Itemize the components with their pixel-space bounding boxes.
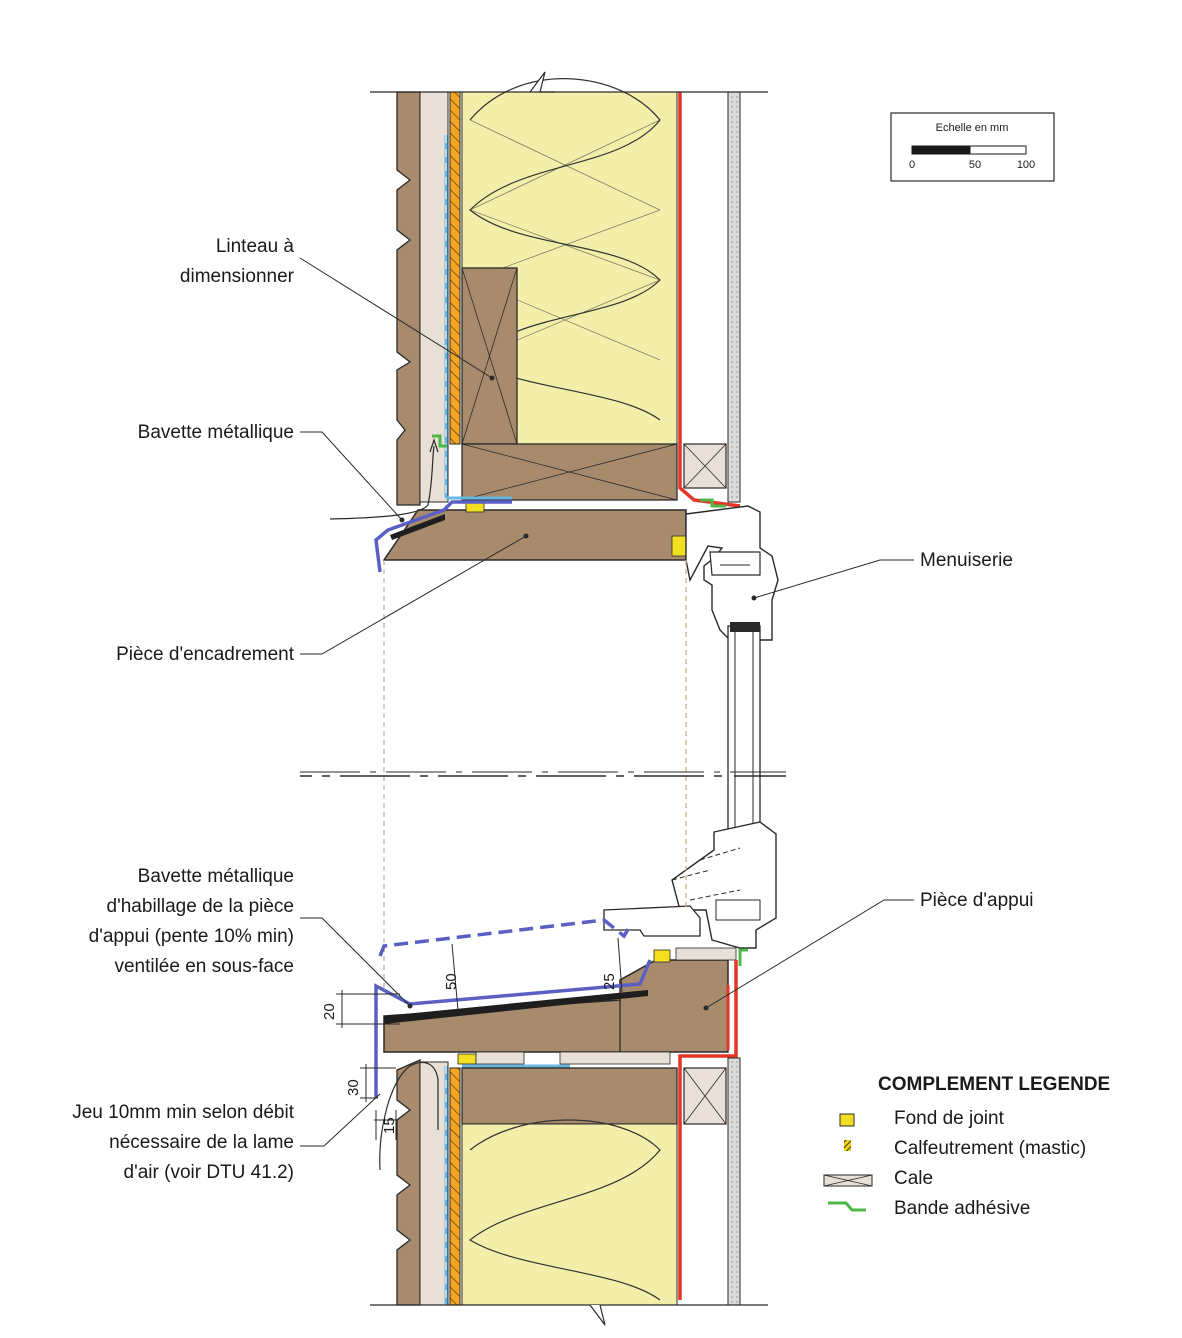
svg-text:d'air (voir DTU 41.2): d'air (voir DTU 41.2) xyxy=(124,1162,294,1183)
legend-item-cale: Cale xyxy=(894,1168,933,1189)
construction-lines xyxy=(300,560,786,990)
window-frame xyxy=(603,505,779,949)
head-flashing xyxy=(374,500,512,573)
legend: COMPLEMENT LEGENDE Fond de joint Calfeut… xyxy=(823,1074,1110,1219)
bracing-board-top xyxy=(449,91,461,445)
label-menuiserie: Menuiserie xyxy=(751,550,1013,601)
insulation-bottom xyxy=(461,1123,678,1306)
svg-text:Bavette métallique: Bavette métallique xyxy=(138,422,294,443)
svg-text:Pièce d'encadrement: Pièce d'encadrement xyxy=(116,644,295,665)
yellow-square-icon xyxy=(839,1113,855,1127)
svg-text:ventilée en sous-face: ventilée en sous-face xyxy=(114,956,294,977)
wood-siding-bottom xyxy=(396,1059,421,1306)
scale-tick-50: 50 xyxy=(969,159,981,171)
label-linteau-line1: Linteau à xyxy=(216,236,295,257)
scale-tick-0: 0 xyxy=(909,159,915,171)
dim-15: 15 xyxy=(381,1117,398,1134)
legend-item-calfeutrement: Calfeutrement (mastic) xyxy=(894,1138,1086,1159)
svg-text:d'appui (pente 10% min): d'appui (pente 10% min) xyxy=(89,926,294,947)
svg-text:Menuiserie: Menuiserie xyxy=(920,550,1013,571)
dim-25: 25 xyxy=(601,973,618,990)
air-gap-top xyxy=(419,91,449,503)
wood-siding-top xyxy=(396,91,421,506)
legend-title: COMPLEMENT LEGENDE xyxy=(878,1074,1110,1095)
bracing-board-bottom xyxy=(449,1067,461,1306)
sill-assembly xyxy=(374,918,748,1300)
dimensions: 50 25 20 30 15 xyxy=(321,937,623,1140)
label-bavette-haut: Bavette métallique xyxy=(138,422,405,523)
label-bavette-bas: Bavette métallique d'habillage de la piè… xyxy=(89,866,413,1009)
scale-tick-100: 100 xyxy=(1017,159,1035,171)
wall-top xyxy=(370,71,768,508)
sill-timber xyxy=(461,1067,678,1125)
green-step-line-icon xyxy=(828,1201,866,1212)
hatched-mastic-icon xyxy=(844,1140,851,1151)
legend-item-fond-de-joint: Fond de joint xyxy=(894,1108,1005,1129)
wall-bottom xyxy=(370,1051,768,1326)
label-jeu: Jeu 10mm min selon débit nécessaire de l… xyxy=(72,1093,381,1183)
fond-de-joint-sill xyxy=(653,949,671,963)
air-gap-bottom xyxy=(419,1061,449,1306)
label-appui: Pièce d'appui xyxy=(703,890,1034,1011)
fond-de-joint-bottom xyxy=(457,1053,477,1065)
label-linteau-line2: dimensionner xyxy=(180,266,295,287)
interior-lining-bottom xyxy=(727,1057,741,1306)
dim-20: 20 xyxy=(321,1003,338,1020)
dim-30: 30 xyxy=(345,1079,362,1096)
glazing xyxy=(727,625,761,841)
label-encadrement: Pièce d'encadrement xyxy=(116,533,529,665)
interior-lining-top xyxy=(727,91,741,503)
cross-box-icon xyxy=(823,1174,873,1187)
svg-text:Bavette métallique: Bavette métallique xyxy=(138,866,294,887)
label-linteau: Linteau à dimensionner xyxy=(180,236,495,381)
svg-text:nécessaire de la lame: nécessaire de la lame xyxy=(109,1132,294,1153)
svg-text:d'habillage de la pièce: d'habillage de la pièce xyxy=(107,896,294,917)
svg-text:Pièce d'appui: Pièce d'appui xyxy=(920,890,1034,911)
legend-item-bande-adhesive: Bande adhésive xyxy=(894,1198,1030,1219)
scale-title: Echelle en mm xyxy=(936,122,1009,134)
scale-bar: Echelle en mm 0 50 100 xyxy=(890,112,1055,182)
dim-50: 50 xyxy=(443,973,460,990)
head-frame-piece xyxy=(329,438,687,573)
fond-de-joint-top-2 xyxy=(671,535,687,557)
svg-text:Jeu 10mm min selon débit: Jeu 10mm min selon débit xyxy=(72,1102,294,1123)
